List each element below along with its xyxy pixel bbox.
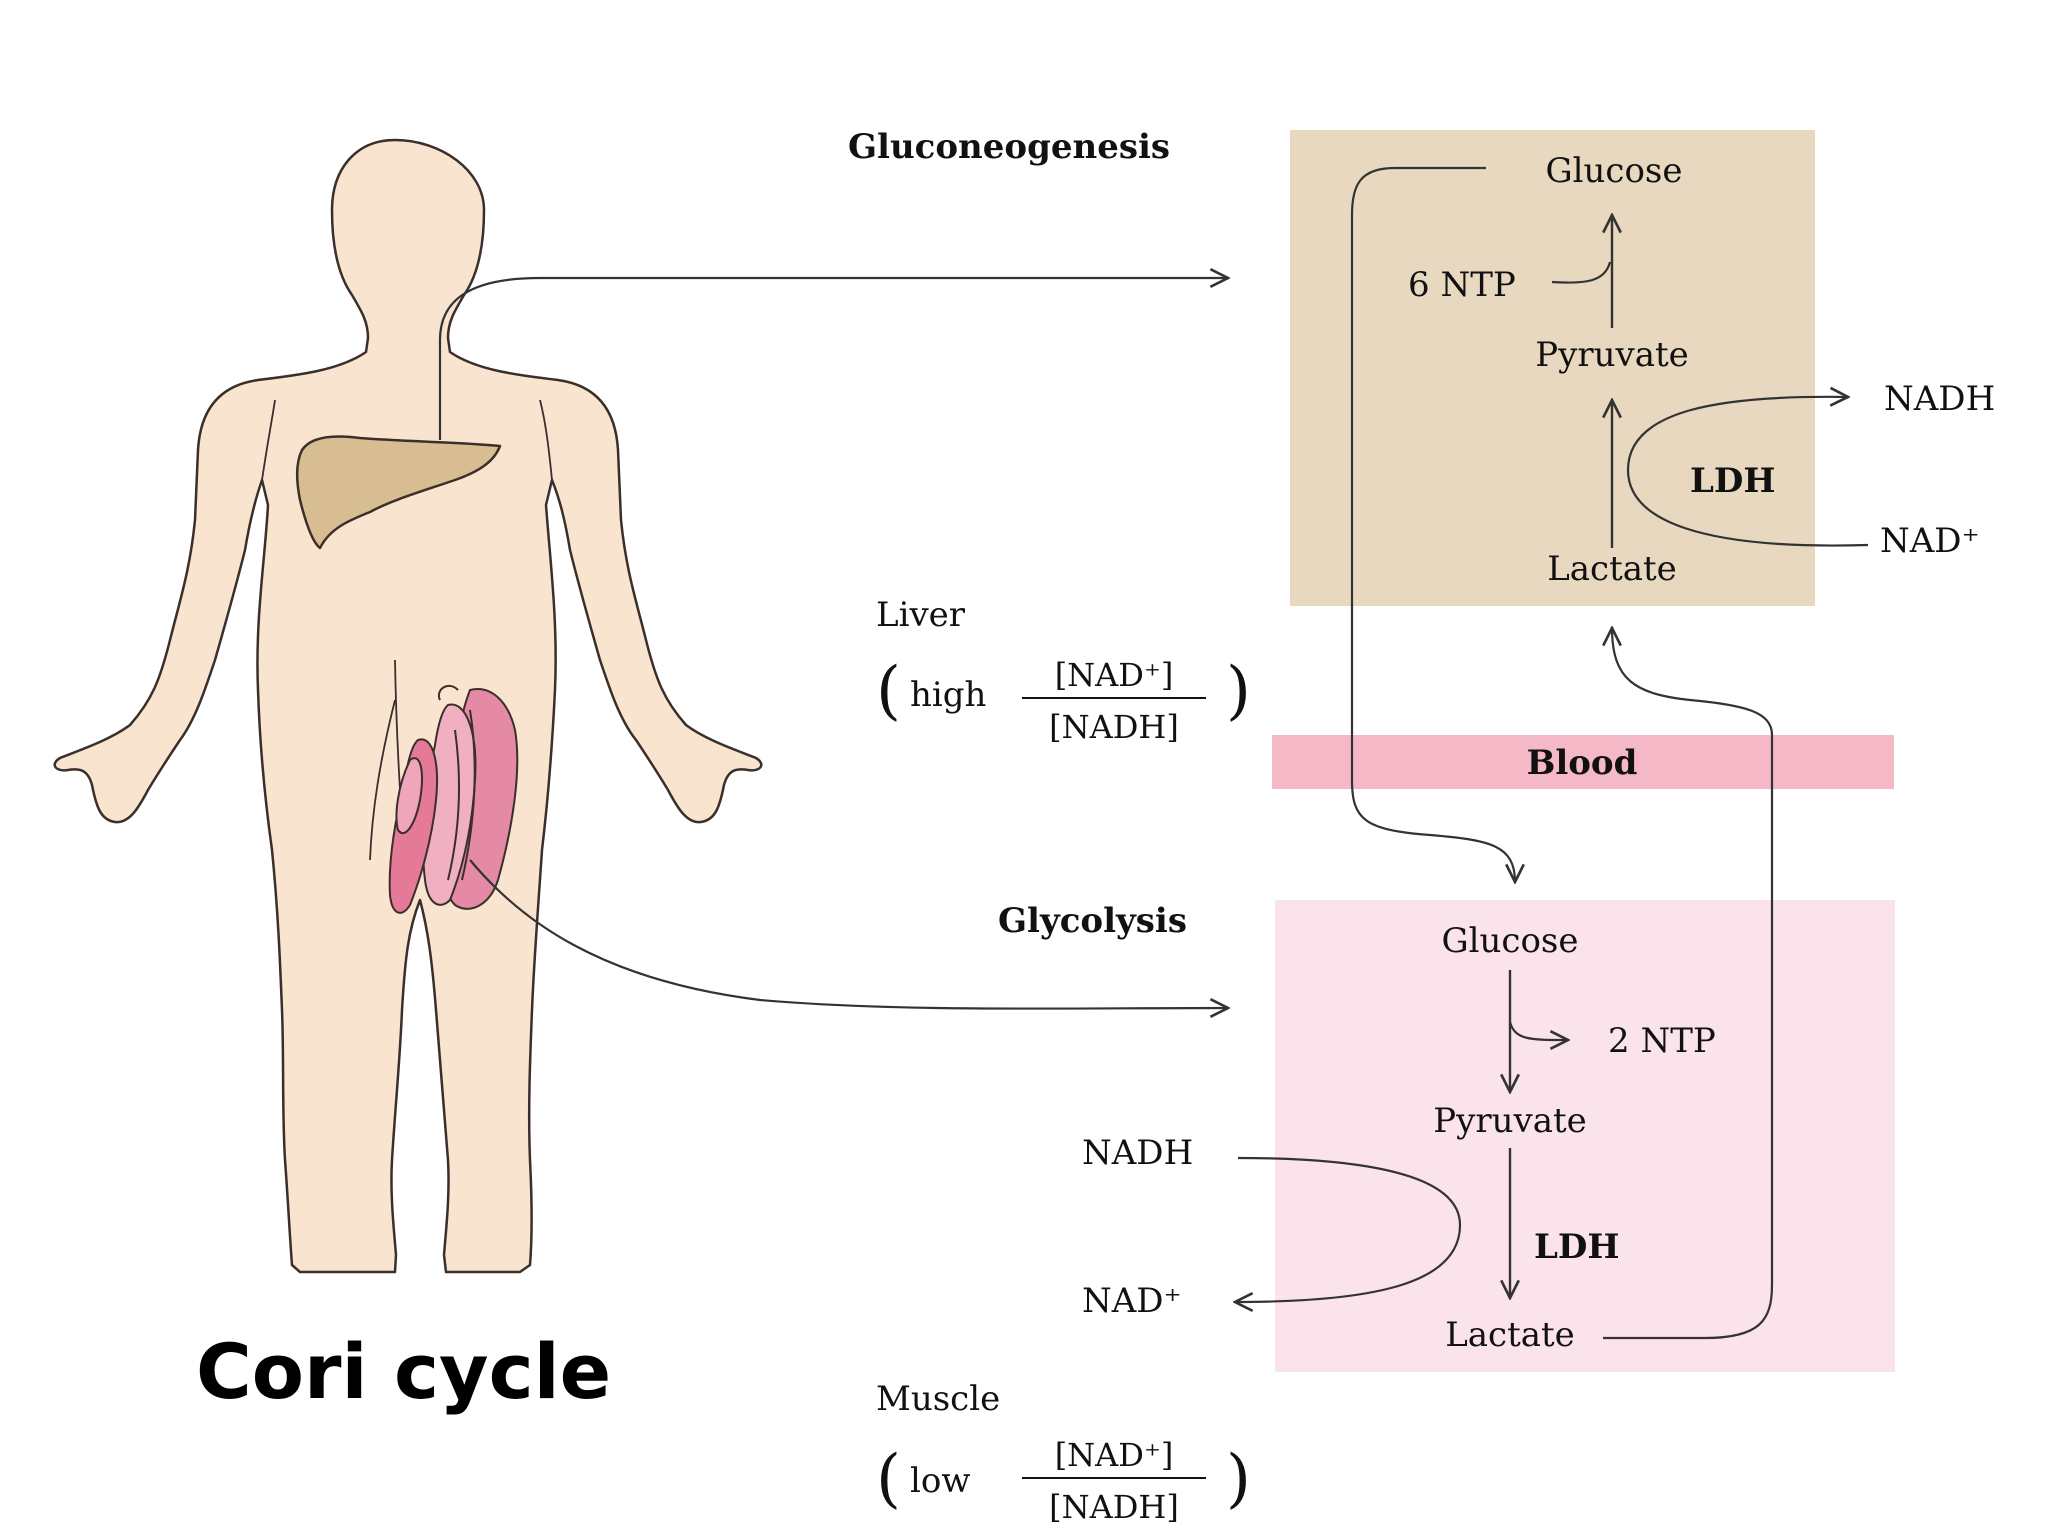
body-contour-lines (261, 399, 553, 881)
slide-caption: Cori cycle (196, 1327, 611, 1416)
ntp-output-curve (1508, 1021, 1568, 1040)
liver-glucose-label: Glucose (1545, 151, 1682, 191)
liver-lactate-label: Lactate (1547, 549, 1677, 589)
muscle-ratio-denominator: [NADH] (1049, 1488, 1179, 1526)
liver-ntp-label: 6 NTP (1408, 265, 1516, 305)
human-body-figure (53, 138, 763, 1274)
liver-organ-label: Liver (876, 595, 966, 635)
body-outline (53, 138, 763, 1274)
muscle-ntp-label: 2 NTP (1608, 1021, 1716, 1061)
muscle-glucose-label: Glucose (1441, 921, 1578, 961)
liver-nad-plus-label: NAD⁺ (1880, 521, 1980, 561)
muscle-to-panel-arrow (469, 859, 1228, 1009)
muscle-ratio-close-paren: ) (1226, 1442, 1251, 1516)
gluconeogenesis-title: Gluconeogenesis (848, 127, 1170, 167)
muscle-organ-label: Muscle (876, 1379, 1000, 1419)
liver-box (1290, 130, 1815, 606)
liver-ratio-denominator: [NADH] (1049, 708, 1179, 746)
liver-organ (296, 435, 502, 550)
muscle-ratio-open-paren: ( (876, 1442, 901, 1516)
liver-to-panel-arrow (438, 278, 1228, 440)
liver-nadh-label: NADH (1884, 379, 1995, 419)
muscle-nadh-label: NADH (1082, 1133, 1193, 1173)
muscle-nad-plus-label: NAD⁺ (1082, 1281, 1182, 1321)
blood-label: Blood (1527, 743, 1638, 783)
muscle-ratio-word: low (910, 1461, 970, 1501)
liver-ratio-numerator: [NAD⁺] (1055, 656, 1174, 694)
liver-ratio-close-paren: ) (1226, 654, 1251, 728)
liver-ratio-open-paren: ( (876, 654, 901, 728)
glucose-release-arrow (1350, 166, 1515, 882)
glycolysis-title: Glycolysis (998, 901, 1187, 941)
liver-ldh-label: LDH (1690, 461, 1776, 501)
thigh-muscles (388, 684, 519, 914)
liver-ldh-nad-curve (1626, 397, 1869, 547)
muscle-ldh-label: LDH (1534, 1227, 1620, 1267)
muscle-lactate-label: Lactate (1445, 1315, 1575, 1355)
liver-pyruvate-label: Pyruvate (1535, 335, 1689, 375)
muscle-pyruvate-label: Pyruvate (1433, 1101, 1587, 1141)
ntp-input-curve (1551, 261, 1612, 284)
liver-ratio-word: high (910, 675, 986, 715)
lactate-return-arrow (1603, 628, 1774, 1340)
muscle-ratio-numerator: [NAD⁺] (1055, 1436, 1174, 1474)
muscle-ldh-nadh-curve (1235, 1156, 1462, 1302)
muscle-box (1275, 900, 1895, 1372)
blood-band (1272, 735, 1894, 789)
